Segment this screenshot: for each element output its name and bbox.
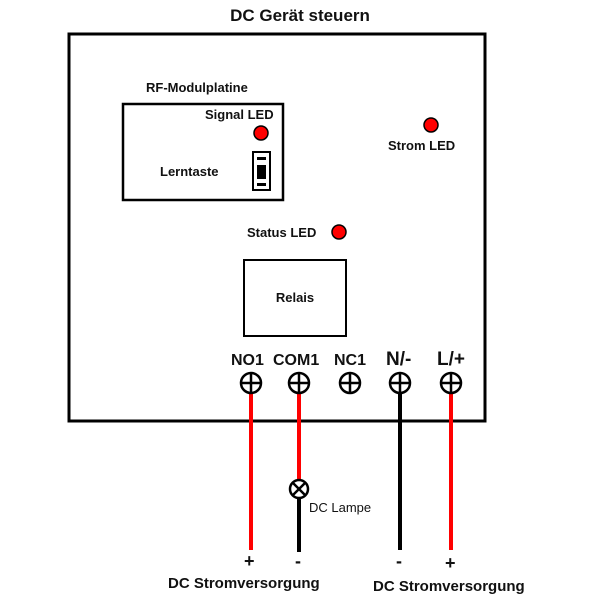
lamp-icon	[288, 478, 310, 500]
device-housing	[67, 32, 487, 423]
learn-button-label: Lerntaste	[160, 164, 219, 179]
supply-2-minus-sign: -	[396, 551, 402, 571]
supply-1-minus-sign: -	[295, 551, 301, 571]
signal-led-icon	[253, 125, 269, 141]
status-led-label: Status LED	[247, 225, 317, 240]
supply-2-label: DC Stromversorgung	[373, 578, 525, 595]
terminal-no1-screw-icon[interactable]	[239, 371, 263, 395]
terminal-label-nc1: NC1	[334, 352, 367, 369]
terminal-label-com1: COM1	[273, 352, 320, 369]
status-led-icon	[331, 224, 347, 240]
lamp-label: DC Lampe	[309, 500, 372, 515]
diagram-title: DC Gerät steuern	[230, 6, 370, 25]
power-led-icon	[423, 117, 439, 133]
terminal-label-l: L/+	[437, 349, 465, 370]
power-led-label: Strom LED	[388, 138, 456, 153]
learn-button-icon[interactable]	[252, 151, 271, 191]
supply-1-label: DC Stromversorgung	[168, 575, 320, 592]
terminal-nc1-screw-icon[interactable]	[338, 371, 362, 395]
terminal-label-n: N/-	[386, 349, 412, 370]
terminal-label-no1: NO1	[231, 352, 264, 369]
supply-1-plus-sign: +	[244, 551, 255, 571]
relay-label: Relais	[275, 290, 315, 305]
terminal-n-screw-icon[interactable]	[388, 371, 412, 395]
rf-module-board	[121, 102, 285, 202]
terminal-l-screw-icon[interactable]	[439, 371, 463, 395]
terminal-com1-screw-icon[interactable]	[287, 371, 311, 395]
signal-led-label: Signal LED	[205, 107, 274, 122]
supply-2-plus-sign: +	[445, 553, 456, 573]
rf-module-label: RF-Modulplatine	[146, 80, 248, 95]
relay-box	[243, 259, 347, 337]
